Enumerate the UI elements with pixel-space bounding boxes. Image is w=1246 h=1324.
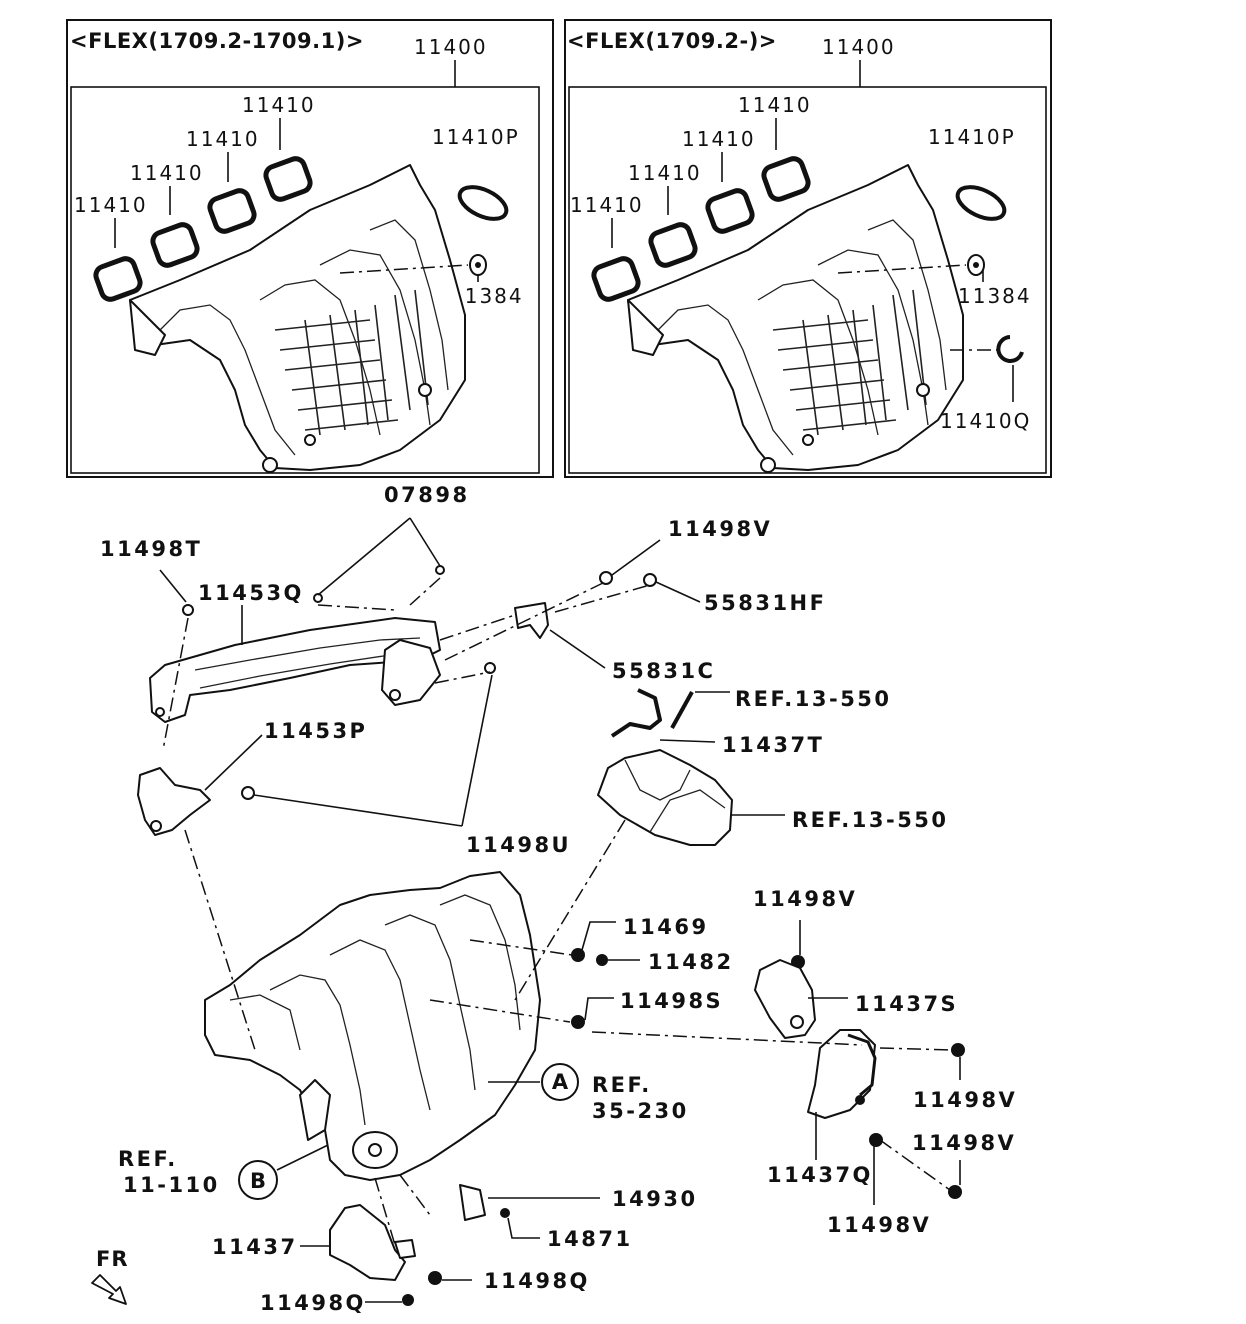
callout-11437q: 11437Q (767, 1163, 873, 1187)
inset-right-gasket-label-a: 11410 (570, 193, 644, 217)
inset-left-gasket-label-c: 11410 (186, 127, 260, 151)
bracket-11437q (807, 1029, 877, 1119)
callout-ref-a-line2: 35-230 (592, 1099, 689, 1123)
callout-11498v-top: 11498V (668, 517, 772, 541)
callout-11469: 11469 (623, 915, 709, 939)
callout-11498u: 11498U (466, 833, 571, 857)
inset-left-gasket-p-label: 11410P (432, 125, 520, 149)
front-direction-label: FR (96, 1247, 129, 1271)
marker-b-circle (238, 1160, 278, 1200)
leader-lines (159, 517, 961, 1303)
inset-right-gasket-label-c: 11410 (682, 127, 756, 151)
assembly-lines (162, 577, 953, 1246)
callout-11453q: 11453Q (198, 581, 304, 605)
bracket-11437 (329, 1204, 416, 1281)
inset-left-assembly-number: 11400 (414, 35, 488, 59)
bracket-11437s (754, 959, 816, 1039)
bolts (182, 565, 965, 1306)
inset-left-title: <FLEX(1709.2-1709.1)> (70, 29, 364, 53)
callout-11437: 11437 (212, 1235, 298, 1259)
bracket-11453q (149, 617, 441, 723)
bracket-11453p (137, 767, 211, 836)
front-arrow-icon (91, 1274, 127, 1305)
callout-11482: 11482 (648, 950, 734, 974)
callout-11498q-a: 11498Q (484, 1269, 590, 1293)
inset-left-gasket-label-d: 11410 (242, 93, 316, 117)
inset-right-plug-label: 11384 (958, 284, 1032, 308)
inset-left-manifold (93, 156, 511, 472)
callout-11498t: 11498T (100, 537, 202, 561)
inset-left-gasket-label-b: 11410 (130, 161, 204, 185)
bracket-55831c (514, 602, 549, 639)
inset-right-title: <FLEX(1709.2-)> (567, 29, 777, 53)
inset-right: <FLEX(1709.2-)> 11400 11410 11410 11410 … (564, 19, 1052, 478)
callout-55831c: 55831C (612, 659, 715, 683)
callout-11498v-right-3: 11498V (827, 1213, 931, 1237)
callout-11498v-right-2: 11498V (912, 1131, 1016, 1155)
throttle-body (597, 688, 733, 846)
callout-11437t: 11437T (722, 733, 824, 757)
callout-ref-13-550-a: REF.13-550 (735, 687, 892, 711)
callout-14930: 14930 (612, 1187, 698, 1211)
marker-a: A (552, 1070, 569, 1094)
marker-b: B (250, 1169, 266, 1193)
callout-11437s: 11437S (855, 992, 958, 1016)
callout-11498v-right-1: 11498V (913, 1088, 1017, 1112)
callout-07898: 07898 (384, 483, 470, 507)
inset-left: <FLEX(1709.2-1709.1)> 11400 11410 11410 … (66, 19, 554, 478)
callout-ref-b-line2: 11-110 (123, 1173, 220, 1197)
callout-55831hf: 55831HF (704, 591, 826, 615)
callout-11453p: 11453P (264, 719, 367, 743)
callout-11498s: 11498S (620, 989, 723, 1013)
inset-right-seal-q-label: 11410Q (940, 409, 1031, 433)
callout-ref-13-550-b: REF.13-550 (792, 808, 949, 832)
inset-left-gasket-label-a: 11410 (74, 193, 148, 217)
marker-a-circle (541, 1063, 579, 1101)
inset-right-assembly-number: 11400 (822, 35, 896, 59)
inset-right-gasket-label-d: 11410 (738, 93, 812, 117)
callout-ref-a-line1: REF. (592, 1073, 652, 1097)
inset-right-gasket-p-label: 11410P (928, 125, 1016, 149)
callout-14871: 14871 (547, 1227, 633, 1251)
intake-manifold-main (204, 871, 541, 1221)
callout-ref-b-line1: REF. (118, 1147, 178, 1171)
inset-right-gasket-label-b: 11410 (628, 161, 702, 185)
callout-11498q-b: 11498Q (260, 1291, 366, 1315)
inset-right-seal-q (996, 335, 1024, 363)
callout-11498v-mid: 11498V (753, 887, 857, 911)
